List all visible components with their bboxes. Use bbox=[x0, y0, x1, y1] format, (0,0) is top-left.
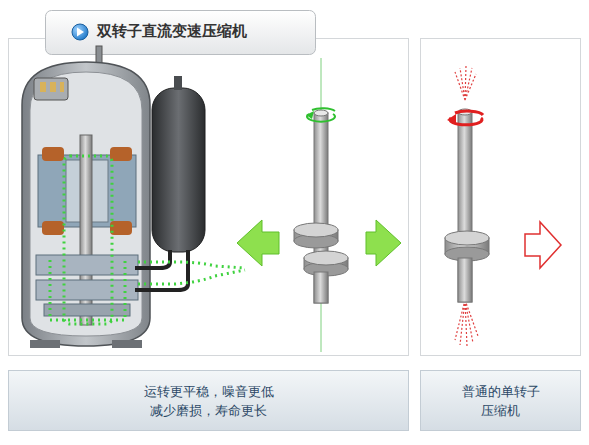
right-panel bbox=[421, 39, 581, 356]
caption-text: 运转更平稳，噪音更低 减少磨损，寿命更长 bbox=[134, 382, 284, 420]
caption-box: 运转更平稳，噪音更低 减少磨损，寿命更长 bbox=[8, 370, 409, 431]
twin-rotor-shaft bbox=[294, 58, 348, 352]
caption-box: 普通的单转子 压缩机 bbox=[420, 370, 581, 431]
green-arrow-right bbox=[366, 220, 401, 266]
title-text: 双转子直流变速压缩机 bbox=[97, 22, 247, 41]
left-panel bbox=[9, 39, 409, 356]
green-arrow-left bbox=[237, 220, 279, 266]
title-icon bbox=[72, 24, 88, 40]
compressor-illustration bbox=[22, 46, 245, 348]
title-tab bbox=[46, 11, 316, 55]
title-icon-arrow bbox=[77, 28, 84, 37]
caption-box-bg bbox=[421, 371, 581, 431]
caption-box-bg bbox=[9, 371, 409, 431]
caption-text: 普通的单转子 压缩机 bbox=[451, 382, 551, 420]
red-arrow-outline bbox=[525, 222, 561, 268]
single-rotor-shaft bbox=[445, 66, 489, 346]
